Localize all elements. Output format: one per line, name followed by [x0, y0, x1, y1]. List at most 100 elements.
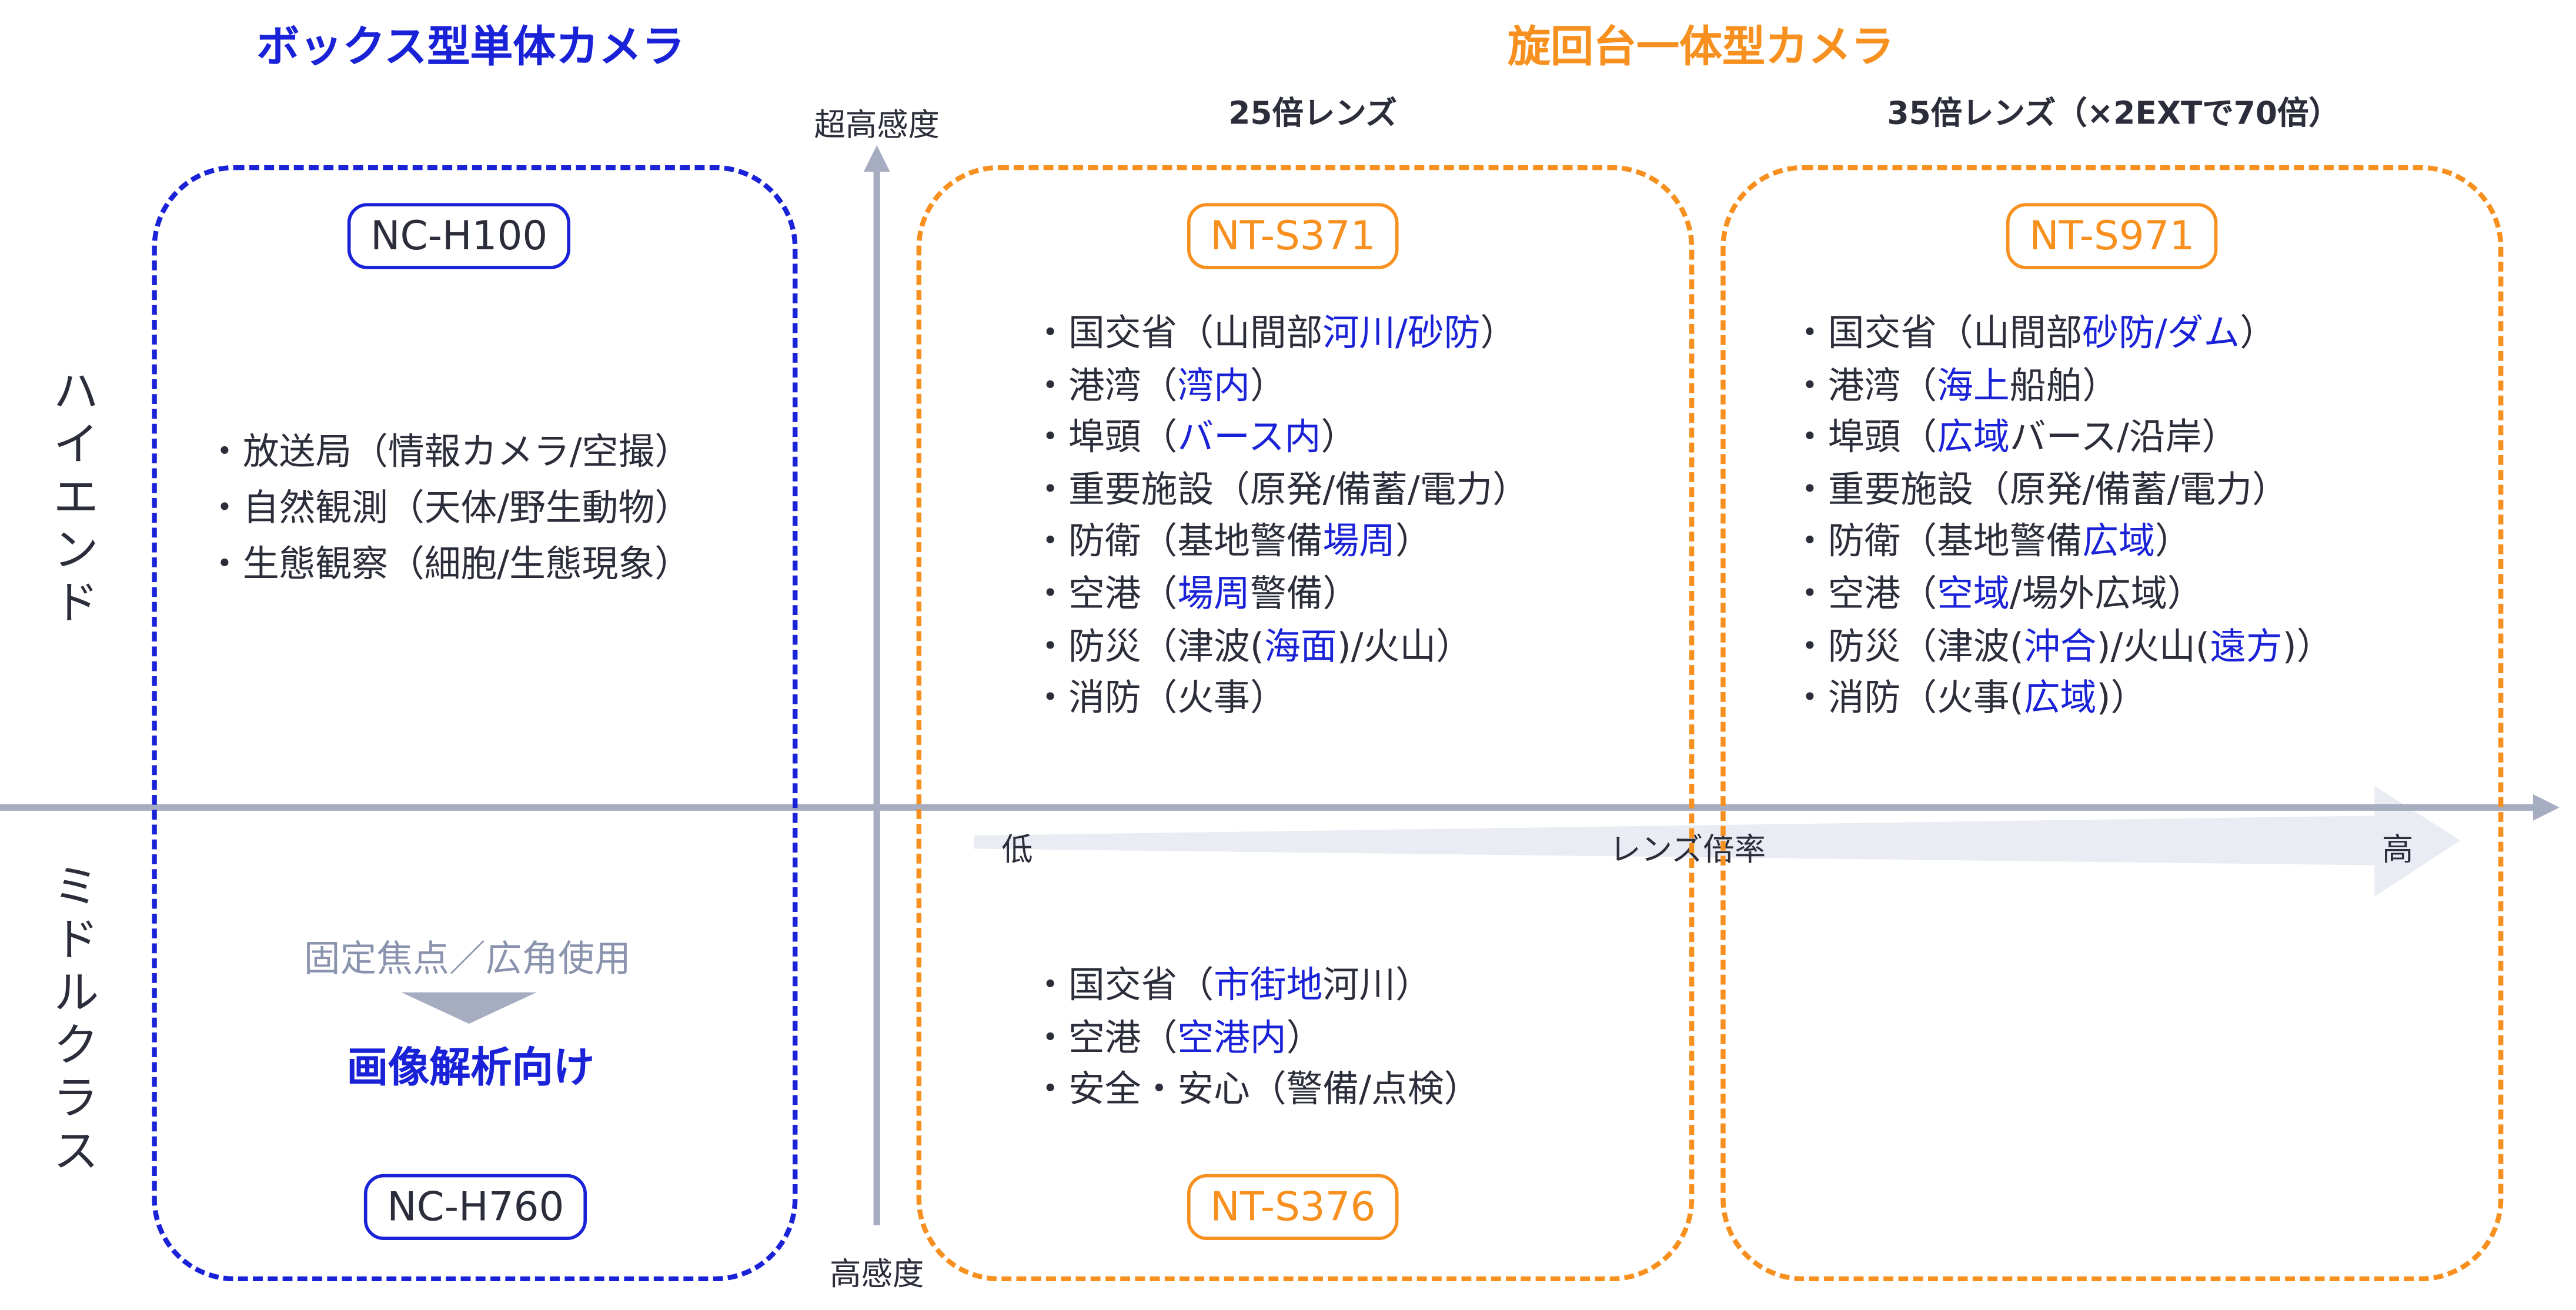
model-nt-s971: NT-S971: [2006, 203, 2218, 269]
list-item: ・消防（火事）: [1032, 674, 1529, 726]
list-item-text: ・防衛（基地警備: [1792, 522, 2083, 564]
list-item: ・埠頭（バース内）: [1032, 413, 1529, 466]
highlighted-text: 海上: [1937, 366, 2010, 407]
model-nc-h760: NC-H760: [363, 1174, 587, 1241]
list-item-text: 警備）: [1249, 574, 1359, 616]
list-item: ・自然観測（天体/野生動物）: [206, 482, 691, 538]
list-item-text: ）: [1395, 522, 1432, 564]
list-item-text: ）: [2154, 522, 2191, 564]
highlighted-text: 市街地: [1214, 965, 1323, 1008]
list-item: ・放送局（情報カメラ/空撮）: [206, 426, 691, 482]
list-item-text: バース/沿岸）: [2009, 418, 2238, 460]
highlighted-text: 場周: [1322, 522, 1396, 564]
list-item-text: ・消防（火事）: [1032, 679, 1287, 720]
lens-35x-group: [1720, 165, 2504, 1282]
list-item: ・防衛（基地警備広域）: [1792, 517, 2333, 570]
list-item-text: )/火山）: [1337, 626, 1472, 669]
use-case-list: ・放送局（情報カメラ/空撮） ・自然観測（天体/野生動物） ・生態観察（細胞/生態現…: [206, 426, 691, 594]
list-item-text: ）: [1321, 418, 1358, 460]
list-item-text: ）: [2240, 313, 2277, 355]
list-item-text: ・防災（津波(: [1792, 626, 2024, 669]
list-item-text: 河川）: [1322, 965, 1432, 1008]
image-analysis-note: 画像解析向け: [346, 1043, 595, 1092]
list-item: ・重要施設（原発/備蓄/電力）: [1032, 465, 1529, 517]
highlighted-text: バース内: [1177, 418, 1321, 460]
highlighted-text: 広域: [2023, 679, 2097, 720]
list-item-text: ・埠頭（: [1792, 418, 1937, 460]
tier-high-end: ハイエンド: [46, 366, 101, 631]
axis-label-high: 高: [2381, 832, 2414, 869]
list-item-text: /場外広域）: [2009, 574, 2204, 616]
highlighted-text: 広域: [2082, 522, 2155, 564]
list-item-text: ・埠頭（: [1032, 418, 1178, 460]
highlighted-text: 湾内: [1177, 366, 1250, 407]
axis-label-low: 低: [1001, 832, 1033, 869]
list-item-text: ・国交省（: [1032, 965, 1214, 1008]
list-item-text: )）: [2282, 626, 2333, 669]
list-item-text: ・国交省（山間部: [1032, 313, 1323, 355]
highlighted-text: 空域: [1937, 574, 2010, 616]
list-item-text: ・空港（: [1032, 1018, 1178, 1060]
model-nc-h100: NC-H100: [347, 203, 571, 269]
list-item-text: ・港湾（: [1792, 366, 1937, 407]
list-item-text: ・防災（津波(: [1032, 626, 1265, 669]
list-item: ・消防（火事(広域)）: [1792, 674, 2333, 726]
box-camera-title: ボックス型単体カメラ: [256, 23, 685, 73]
highlighted-text: 海面: [1264, 626, 1337, 669]
list-item-text: ・消防（火事(: [1792, 679, 2024, 720]
turntable-camera-title: 旋回台一体型カメラ: [1507, 23, 1895, 73]
horizontal-axis-arrowhead: [2532, 794, 2560, 821]
list-item-text: ・国交省（山間部: [1792, 313, 2083, 355]
list-item: ・港湾（海上船舶）: [1792, 361, 2333, 413]
fixed-focus-note: 固定焦点／広角使用: [303, 939, 631, 981]
axis-label-ultra-high-sensitivity: 超高感度: [814, 107, 940, 144]
highlighted-text: 砂防/ダム: [2082, 313, 2240, 355]
lens-35x-header: 35倍レンズ（×2EXTで70倍）: [1887, 95, 2340, 132]
lens-25x-header: 25倍レンズ: [1228, 95, 1397, 132]
down-arrow-icon: [401, 992, 537, 1024]
highlighted-text: 遠方: [2210, 626, 2283, 669]
use-case-list: ・国交省（市街地河川）・空港（空港内）・安全・安心（警備/点検）: [1032, 961, 1480, 1117]
lens-magnification-arrow: [974, 786, 2461, 897]
list-item-text: ・重要施設（原発/備蓄/電力）: [1792, 470, 2288, 512]
list-item: ・埠頭（広域バース/沿岸）: [1792, 413, 2333, 466]
list-item: ・防災（津波(海面)/火山）: [1032, 622, 1529, 674]
list-item: ・防衛（基地警備場周）: [1032, 517, 1529, 570]
list-item: ・港湾（湾内）: [1032, 361, 1529, 413]
highlighted-text: 広域: [1937, 418, 2010, 460]
list-item: ・生態観察（細胞/生態現象）: [206, 539, 691, 594]
list-item-text: ）: [1480, 313, 1517, 355]
list-item: ・安全・安心（警備/点検）: [1032, 1065, 1480, 1118]
axis-label-high-sensitivity: 高感度: [830, 1256, 924, 1293]
list-item: ・空港（空域/場外広域）: [1792, 570, 2333, 622]
list-item-text: ）: [1286, 1018, 1323, 1060]
list-item: ・防災（津波(沖合)/火山(遠方)）: [1792, 622, 2333, 674]
highlighted-text: 場周: [1177, 574, 1250, 616]
vertical-axis-arrowhead: [863, 145, 890, 172]
list-item-text: )/火山(: [2096, 626, 2210, 669]
tier-middle-class: ミドルクラス: [46, 861, 101, 1179]
model-nt-s376: NT-S376: [1187, 1174, 1399, 1241]
highlighted-text: 河川/砂防: [1322, 313, 1481, 355]
list-item-text: ・生態観察（細胞/生態現象）: [206, 544, 691, 586]
list-item-text: ・安全・安心（警備/点検）: [1032, 1070, 1481, 1112]
list-item-text: ・空港（: [1032, 574, 1178, 616]
highlighted-text: 空港内: [1177, 1018, 1287, 1060]
list-item: ・国交省（市街地河川）: [1032, 961, 1480, 1013]
list-item-text: ・自然観測（天体/野生動物）: [206, 489, 691, 530]
list-item-text: ・空港（: [1792, 574, 1937, 616]
axis-label-lens-magnification: レンズ倍率: [1609, 832, 1766, 869]
list-item-text: )）: [2096, 679, 2147, 720]
list-item: ・国交省（山間部河川/砂防）: [1032, 309, 1529, 361]
list-item-text: ・防衛（基地警備: [1032, 522, 1323, 564]
list-item-text: ）: [1249, 366, 1287, 407]
list-item: ・空港（空港内）: [1032, 1013, 1480, 1065]
list-item: ・重要施設（原発/備蓄/電力）: [1792, 465, 2333, 517]
list-item: ・国交省（山間部砂防/ダム）: [1792, 309, 2333, 361]
list-item-text: ・放送局（情報カメラ/空撮）: [206, 432, 691, 474]
box-camera-group: [152, 165, 798, 1282]
lens-25x-group: [916, 165, 1695, 1282]
model-nt-s371: NT-S371: [1187, 203, 1399, 269]
list-item-text: ・重要施設（原発/備蓄/電力）: [1032, 470, 1529, 512]
